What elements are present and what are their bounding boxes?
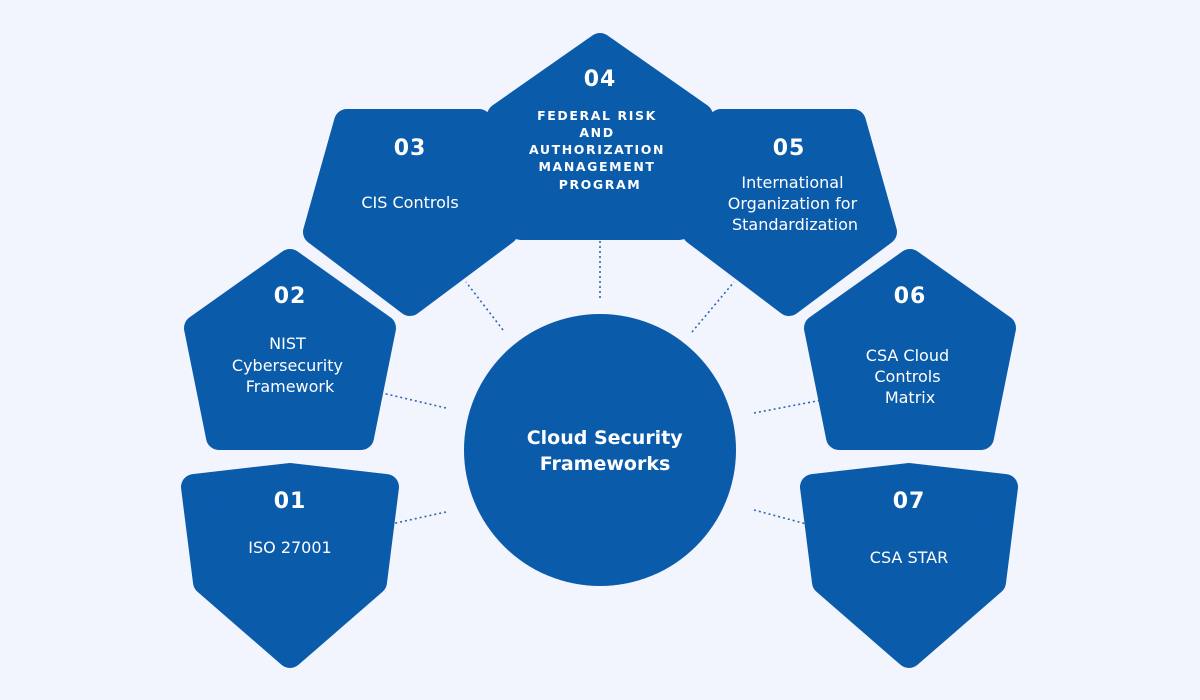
pentagon-shape: [181, 463, 399, 668]
framework-label-line: Framework: [246, 377, 335, 396]
framework-label-line: CIS Controls: [361, 193, 458, 212]
framework-label-line: AND: [579, 125, 614, 140]
hub-circle: [464, 314, 736, 586]
hub-title: Cloud Security Frameworks: [527, 427, 690, 475]
framework-label-line: PROGRAM: [559, 177, 642, 192]
framework-label-line: CSA Cloud: [866, 346, 949, 365]
framework-label: NIST Cybersecurity Framework: [232, 334, 348, 396]
pentagon-shape: [800, 463, 1018, 668]
framework-06: 06 CSA Cloud Controls Matrix: [804, 249, 1016, 450]
framework-label-line: CSA STAR: [870, 548, 948, 567]
connectors: [381, 240, 823, 527]
framework-number: 07: [893, 489, 926, 514]
framework-label-line: FEDERAL RISK: [537, 108, 657, 123]
framework-label-line: International: [741, 173, 843, 192]
framework-label: CIS Controls: [361, 193, 458, 212]
framework-03: 03 CIS Controls: [303, 109, 518, 316]
framework-02: 02 NIST Cybersecurity Framework: [184, 249, 396, 450]
framework-07: 07 CSA STAR: [800, 463, 1018, 668]
framework-label: CSA Cloud Controls Matrix: [866, 346, 954, 407]
framework-label: International Organization for Standardi…: [728, 173, 862, 234]
framework-label: CSA STAR: [870, 548, 948, 567]
connector-01: [381, 511, 447, 527]
framework-number: 03: [394, 136, 427, 161]
framework-label: ISO 27001: [248, 538, 331, 557]
framework-label-line: AUTHORIZATION: [529, 142, 665, 157]
connector-07: [753, 509, 815, 527]
framework-number: 05: [773, 136, 806, 161]
framework-label-line: MANAGEMENT: [539, 159, 656, 174]
hub-title-line: Cloud Security: [527, 427, 684, 449]
pentagon-shape: [487, 33, 713, 240]
framework-label-line: Controls: [874, 367, 940, 386]
framework-label-line: ISO 27001: [248, 538, 331, 557]
connector-03: [465, 281, 504, 331]
framework-01: 01 ISO 27001: [181, 463, 399, 668]
pentagon-shape: [184, 249, 396, 450]
framework-label: FEDERAL RISK AND AUTHORIZATION MANAGEMEN…: [529, 108, 671, 192]
connector-05: [691, 281, 735, 333]
hub: Cloud Security Frameworks: [464, 314, 736, 586]
framework-label-line: Standardization: [732, 215, 858, 234]
framework-label-line: Organization for: [728, 194, 858, 213]
framework-number: 04: [584, 67, 617, 92]
framework-label-line: Matrix: [885, 388, 935, 407]
hub-title-line: Frameworks: [540, 453, 671, 475]
framework-label-line: Cybersecurity: [232, 356, 343, 375]
framework-number: 06: [894, 284, 927, 309]
connector-06: [753, 399, 823, 414]
framework-04: 04 FEDERAL RISK AND AUTHORIZATION MANAGE…: [487, 33, 713, 240]
pentagon-shape: [303, 109, 518, 316]
connector-02: [381, 392, 447, 409]
framework-number: 01: [274, 489, 307, 514]
framework-05: 05 International Organization for Standa…: [682, 109, 897, 316]
pentagon-shape: [804, 249, 1016, 450]
framework-label-line: NIST: [269, 334, 306, 353]
framework-number: 02: [274, 284, 307, 309]
pentagon-shape: [682, 109, 897, 316]
